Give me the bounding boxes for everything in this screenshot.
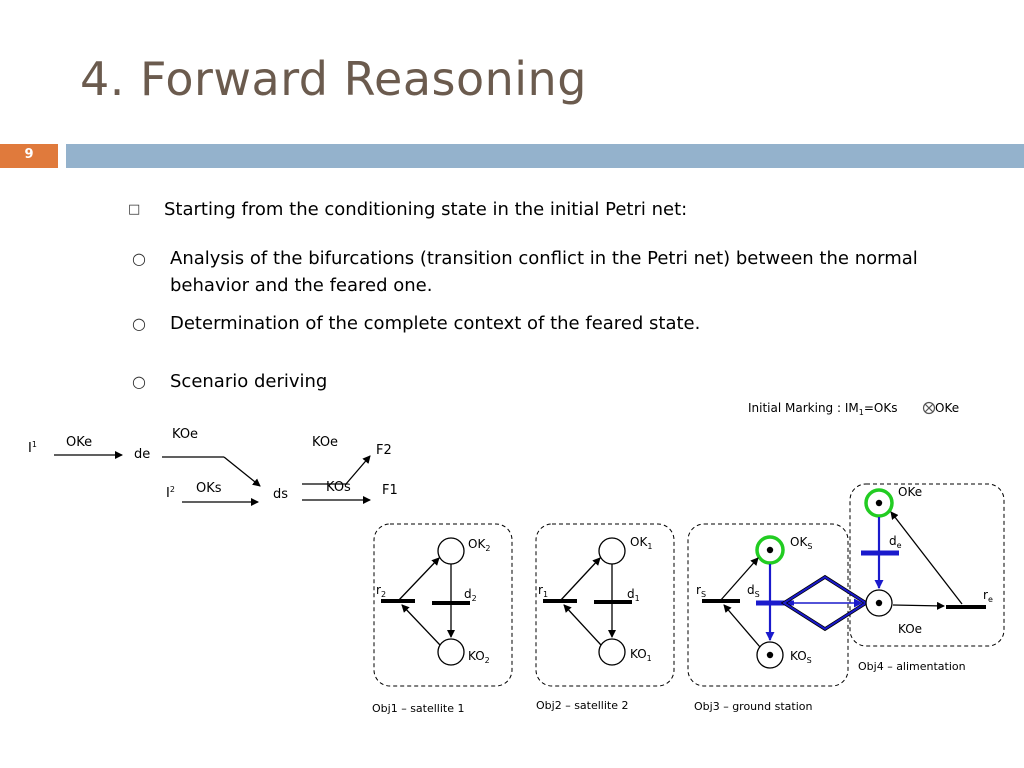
circle-bullet-icon: ○: [132, 314, 146, 333]
svg-text:dS: dS: [747, 583, 760, 599]
header-bar: [66, 144, 1024, 168]
obj2-box: [535, 523, 675, 687]
svg-text:d1: d1: [627, 587, 640, 603]
token-icon: [766, 546, 774, 554]
svg-text:r1: r1: [538, 583, 548, 599]
bullet-1-text: Starting from the conditioning state in …: [164, 199, 688, 220]
oks-label: OKs: [196, 481, 222, 496]
bullet-3-text: Determination of the complete context of…: [170, 313, 701, 334]
obj4-box: [849, 483, 1005, 647]
kos-label: KOs: [326, 480, 351, 495]
obj4-net: OKe KOe re de: [861, 485, 993, 636]
svg-text:r2: r2: [376, 583, 386, 599]
obj4-caption: Obj4 – alimentation: [858, 660, 966, 673]
slide-title: 4. Forward Reasoning: [80, 52, 587, 106]
svg-text:d2: d2: [464, 587, 477, 603]
koe-label-right: KOe: [312, 435, 338, 450]
svg-text:KOS: KOS: [790, 649, 812, 665]
bullet-2: ○ Analysis of the bifurcations (transiti…: [132, 245, 940, 299]
otimes-icon: [922, 401, 936, 415]
bullet-1: □ Starting from the conditioning state i…: [128, 196, 688, 223]
bullet-2-text: Analysis of the bifurcations (transition…: [170, 248, 918, 296]
bullet-4-text: Scenario deriving: [170, 371, 328, 392]
f1-label: F1: [382, 483, 398, 498]
bullet-4: ○ Scenario deriving: [132, 368, 328, 395]
bullet-3: ○ Determination of the complete context …: [132, 310, 701, 337]
f2-label: F2: [376, 443, 392, 458]
slide-number: 9: [0, 144, 58, 168]
token-icon: [875, 499, 883, 507]
ds-label: ds: [273, 487, 288, 502]
koe-label-top: KOe: [172, 427, 198, 442]
svg-text:OKe: OKe: [898, 485, 922, 499]
svg-text:OK2: OK2: [468, 537, 490, 553]
svg-text:KO2: KO2: [468, 649, 490, 665]
square-bullet-icon: □: [128, 202, 141, 217]
obj1-caption: Obj1 – satellite 1: [372, 702, 465, 715]
i2-label: I2: [166, 485, 175, 501]
token-icon: [766, 651, 774, 659]
svg-text:KOe: KOe: [898, 622, 922, 636]
scenario-diagram: I1 OKe de KOe I2 OKs ds KOe F2 KOs F1: [28, 427, 398, 506]
oke-label: OKe: [66, 435, 92, 450]
obj3-net: OKS KOS rS dS: [696, 535, 870, 669]
svg-text:OK1: OK1: [630, 535, 652, 551]
i1-label: I1: [28, 440, 37, 456]
initial-marking-suffix: OKe: [935, 401, 959, 415]
token-icon: [875, 599, 883, 607]
circle-bullet-icon: ○: [132, 372, 146, 391]
obj3-box: [687, 523, 849, 687]
circle-bullet-icon: ○: [132, 249, 146, 268]
svg-text:de: de: [889, 534, 902, 550]
svg-text:OKS: OKS: [790, 535, 812, 551]
svg-text:re: re: [983, 588, 993, 604]
obj1-net: OK2 KO2 r2 d2: [376, 537, 490, 666]
obj2-caption: Obj2 – satellite 2: [536, 699, 629, 712]
initial-marking-label: Initial Marking : IM1=OKs: [748, 401, 897, 417]
svg-text:rS: rS: [696, 583, 706, 599]
de-label: de: [134, 447, 150, 462]
svg-text:KO1: KO1: [630, 647, 652, 663]
obj1-box: [373, 523, 513, 687]
obj3-caption: Obj3 – ground station: [694, 700, 812, 713]
obj2-net: OK1 KO1 r1 d1: [538, 535, 652, 666]
